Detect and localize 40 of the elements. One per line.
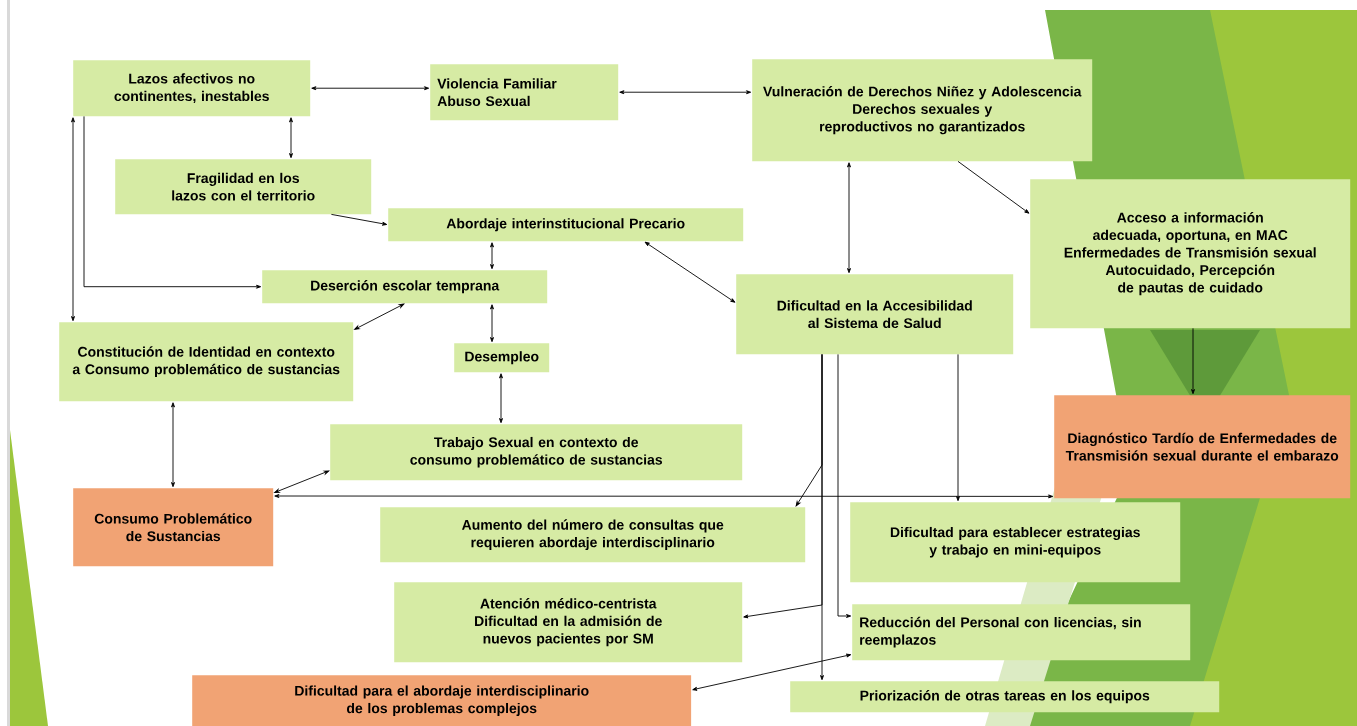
text-box: Consumo Problemático de Sustancias xyxy=(73,488,274,567)
text-box: Reducción del Personal con licencias, sin reemplazos xyxy=(852,604,1191,661)
text-box: Constitución de Identidad en contexto a Consumo problemático de sustancias xyxy=(59,322,354,402)
text-box: Acceso a información adecuada, oportuna, en MAC Enfermedades de Transmisión sexual Autocuidado, Percepción de pautas de cuidado xyxy=(1030,179,1351,329)
text-box: Dificultad para el abordaje interdisciplinario de los problemas complejos xyxy=(192,675,692,726)
arrow xyxy=(274,470,330,493)
text-box: Violencia Familiar Abuso Sexual xyxy=(430,64,619,121)
arrow xyxy=(644,241,736,303)
text-box: Trabajo Sexual en contexto de consumo problemático de sustancias xyxy=(330,424,743,481)
arrow xyxy=(490,304,494,343)
text-box: Abordaje interinstitucional Precario xyxy=(388,208,744,242)
text-box: Priorización de otras tareas en los equipos xyxy=(790,681,1220,713)
arrow xyxy=(71,117,75,322)
arrow xyxy=(83,115,262,289)
text-box: Deserción escolar temprana xyxy=(262,270,548,304)
arrow xyxy=(692,653,852,691)
arrow xyxy=(330,213,388,226)
text-box: Atención médico-centrista Dificultad en la admisión de nuevos pacientes por SM xyxy=(394,582,743,663)
arrow xyxy=(820,353,824,681)
arrow xyxy=(499,373,503,424)
arrow xyxy=(956,353,960,502)
arrow xyxy=(289,117,293,159)
text-box: Vulneración de Derechos Niñez y Adolescencia Derechos sexuales y reproductivos no garantizados xyxy=(752,59,1093,162)
text-box: Fragilidad en los lazos con el territorio xyxy=(115,159,372,215)
text-box: Diagnóstico Tardío de Enfermedades de Transmisión sexual durante el embarazo xyxy=(1054,395,1351,499)
arrow xyxy=(274,494,1054,499)
arrow xyxy=(171,402,175,488)
arrow xyxy=(354,303,405,330)
arrow xyxy=(957,160,1030,214)
arrow xyxy=(837,353,852,618)
text-box: Desempleo xyxy=(454,343,550,373)
arrow xyxy=(490,242,494,270)
arrow xyxy=(847,162,851,274)
text-box: Dificultad en la Accesibilidad al Sistema de Salud xyxy=(736,274,1014,355)
arrow xyxy=(1191,327,1195,395)
arrow xyxy=(311,86,430,91)
text-box: Dificultad para establecer estrategias y trabajo en mini-equipos xyxy=(850,502,1181,583)
text-box: Aumento del número de consultas que requieren abordaje interdisciplinario xyxy=(380,507,806,563)
text-box: Lazos afectivos no continentes, inestables xyxy=(73,60,311,117)
arrow xyxy=(619,90,752,95)
